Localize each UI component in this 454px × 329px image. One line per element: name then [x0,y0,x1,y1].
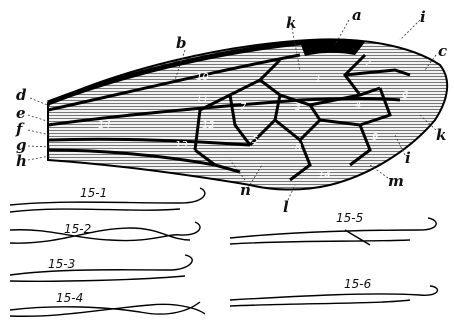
label-i-right: i [405,149,411,167]
cell-label: 1 [315,74,321,85]
hook-label: 15-1 [80,186,107,200]
hook-15-2 [10,222,200,243]
hook-15-4 [10,302,205,316]
label-m: m [388,172,404,190]
hook-label: 15-5 [336,211,363,225]
label-i-top: i [420,8,426,26]
cell-label: 3 [295,102,301,113]
cell-label: 7 [240,102,247,113]
hook-15-5 [230,218,436,245]
hook-15-1 [10,188,205,212]
label-c: c [438,42,447,60]
hook-label: 15-6 [344,277,372,291]
wing: 10 11 12 13 14 1 2 3 4 5 6 7 8 9 14 [48,39,447,190]
cell-label: 10 [196,72,209,83]
label-a: a [352,6,362,24]
cell-label: 11 [196,94,209,105]
cell-label: 13 [175,140,188,151]
cell-label: 8 [295,142,301,153]
hook-label: 15-3 [48,257,75,271]
label-l: l [283,198,289,216]
cell-label: 14 [318,170,331,181]
cell-label: 5 [252,135,258,146]
cell-label: 9 [372,132,378,143]
hook-label: 15-2 [64,222,91,236]
cell-label: 14 [98,120,111,131]
label-b: b [176,34,187,52]
label-n: n [240,181,251,199]
label-k-top: k [286,14,296,32]
cell-label: 4 [355,100,361,111]
label-k-right: k [436,126,446,144]
label-h: h [16,152,27,170]
label-d: d [16,86,27,104]
cell-label: 12 [202,120,215,131]
hook-15-6 [230,286,437,306]
cell-label: 2 [365,58,371,69]
cell-label: 6 [402,90,408,101]
hook-label: 15-4 [56,291,83,305]
hook-15-3 [10,255,192,281]
